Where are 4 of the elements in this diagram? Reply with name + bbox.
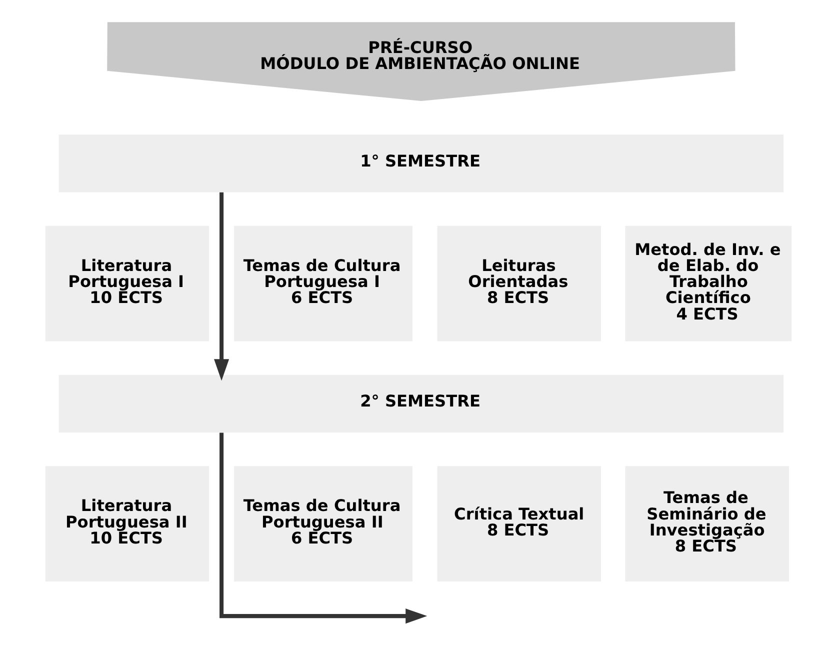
node-box: 1° SEMESTRE — [58, 134, 784, 192]
node-box: 2° SEMESTRE — [58, 374, 784, 433]
arrow — [219, 432, 427, 624]
arrow — [214, 192, 229, 381]
